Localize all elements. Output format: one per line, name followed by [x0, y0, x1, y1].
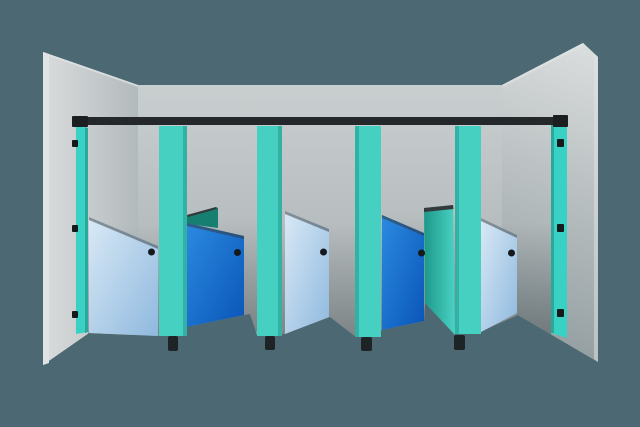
pilaster-2-shade	[278, 126, 282, 336]
pilaster-feet	[168, 335, 465, 351]
foot-1	[168, 336, 178, 351]
knob-door-1	[148, 248, 155, 256]
headrail	[72, 117, 567, 125]
cubicle-4-divider-panel	[424, 205, 455, 335]
pilaster-1	[159, 126, 187, 336]
foot-3	[361, 337, 372, 351]
cubicle-2-divider-top-line	[187, 207, 217, 217]
pilaster-2	[257, 126, 282, 336]
hinge-left-top	[72, 140, 78, 147]
hinges	[72, 139, 564, 318]
door-4-blue	[382, 215, 424, 330]
pilaster-4-shade	[455, 126, 459, 334]
knob-door-3	[320, 248, 327, 256]
light-blue-doors	[89, 211, 517, 336]
door-3-top-line	[285, 211, 329, 232]
right-wall-top-edge	[502, 43, 585, 87]
foot-4	[454, 335, 465, 350]
door-1-light-blue	[89, 217, 158, 336]
knob-door-5	[508, 249, 515, 257]
end-panel-right-shade	[551, 125, 554, 333]
foot-2	[265, 336, 275, 350]
cubicle-4-divider-top-line	[424, 205, 454, 212]
door-5-top-line	[481, 218, 517, 238]
pilaster-4	[455, 126, 481, 334]
hinge-right-top	[557, 139, 564, 147]
hinge-right-middle	[557, 224, 564, 232]
door-3-light-blue	[285, 211, 329, 334]
pilasters	[159, 126, 481, 337]
cubicle-2-divider-panel	[187, 207, 218, 228]
right-wall-edge-highlight	[594, 55, 598, 362]
headrail-cap-left	[72, 116, 88, 127]
knob-door-2	[234, 249, 241, 256]
pilaster-3-shade	[355, 126, 359, 337]
end-panel-left-shade	[85, 127, 88, 333]
door-knobs	[148, 248, 515, 257]
door-4-top-line	[382, 215, 424, 236]
door-2-blue	[187, 223, 244, 327]
teal-end-panels	[76, 124, 567, 338]
knob-door-4	[418, 249, 425, 257]
headrail-cap-right	[553, 115, 568, 127]
hinge-right-bottom	[557, 309, 564, 317]
hinge-left-bottom	[72, 311, 78, 318]
door-5-light-blue	[481, 218, 517, 332]
door-1-top-line	[89, 217, 158, 249]
pilaster-3	[355, 126, 381, 337]
pilaster-1-shade	[183, 126, 187, 336]
door-2-top-line	[187, 223, 244, 239]
hinge-left-middle	[72, 225, 78, 232]
left-wall-edge-highlight	[43, 52, 49, 365]
left-wall-top-edge	[43, 52, 138, 87]
